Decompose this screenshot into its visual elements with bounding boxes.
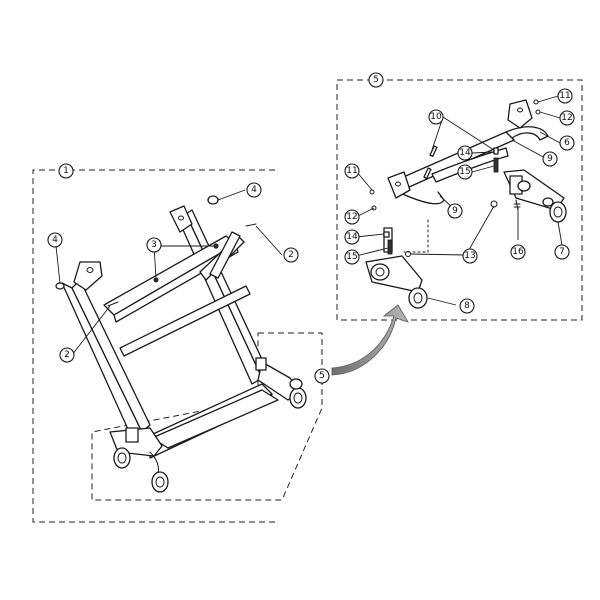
leader-lines — [55, 95, 563, 356]
callout-15a: 15 — [457, 164, 473, 180]
main-assembly-boundary — [32, 169, 275, 523]
callout-label: 7 — [559, 247, 565, 257]
callout-2a: 2 — [283, 247, 299, 263]
callout-3: 3 — [146, 237, 162, 253]
callout-1: 1 — [58, 163, 74, 179]
callout-4a: 4 — [47, 232, 63, 248]
callout-2b: 2 — [59, 347, 75, 363]
detail-arrow — [331, 304, 409, 376]
callout-9b: 9 — [447, 203, 463, 219]
callout-label: 12 — [346, 212, 357, 222]
callout-label: 9 — [452, 206, 458, 216]
callout-8: 8 — [459, 298, 475, 314]
callout-label: 5 — [373, 75, 379, 85]
callout-5b: 5 — [368, 72, 384, 88]
detail-assembly — [365, 99, 567, 309]
callout-label: 8 — [464, 301, 470, 311]
callout-11a: 11 — [557, 88, 573, 104]
callout-label: 15 — [346, 252, 357, 262]
callout-label: 11 — [559, 91, 570, 101]
callout-label: 10 — [430, 112, 442, 122]
callout-label: 2 — [288, 250, 294, 260]
callout-label: 14 — [346, 232, 358, 242]
callout-16: 16 — [510, 244, 526, 260]
callout-label: 14 — [459, 148, 471, 158]
callout-label: 4 — [52, 235, 58, 245]
callout-15b: 15 — [344, 249, 360, 265]
callout-14b: 14 — [344, 229, 360, 245]
callout-label: 12 — [561, 113, 572, 123]
callout-label: 9 — [547, 154, 553, 164]
callout-12a: 12 — [559, 110, 575, 126]
sub-assembly-boundary — [91, 332, 323, 501]
callout-12b: 12 — [344, 209, 360, 225]
callout-11b: 11 — [344, 163, 360, 179]
callout-label: 13 — [464, 251, 475, 261]
callout-5a: 5 — [314, 368, 330, 384]
main-frame — [55, 195, 307, 493]
callout-label: 6 — [564, 138, 570, 148]
callout-label: 11 — [346, 166, 357, 176]
detail-box-boundary — [336, 79, 583, 321]
callout-13: 13 — [462, 248, 478, 264]
callout-label: 15 — [459, 167, 470, 177]
callout-label: 4 — [251, 185, 257, 195]
callout-6: 6 — [559, 135, 575, 151]
callout-14a: 14 — [457, 145, 473, 161]
callout-label: 2 — [64, 350, 70, 360]
callout-4b: 4 — [246, 182, 262, 198]
callout-7: 7 — [554, 244, 570, 260]
callout-9a: 9 — [542, 151, 558, 167]
callout-label: 16 — [512, 247, 524, 257]
callout-label: 5 — [319, 371, 325, 381]
callout-label: 3 — [151, 240, 157, 250]
callout-label: 1 — [63, 166, 69, 176]
callout-10: 10 — [428, 109, 444, 125]
